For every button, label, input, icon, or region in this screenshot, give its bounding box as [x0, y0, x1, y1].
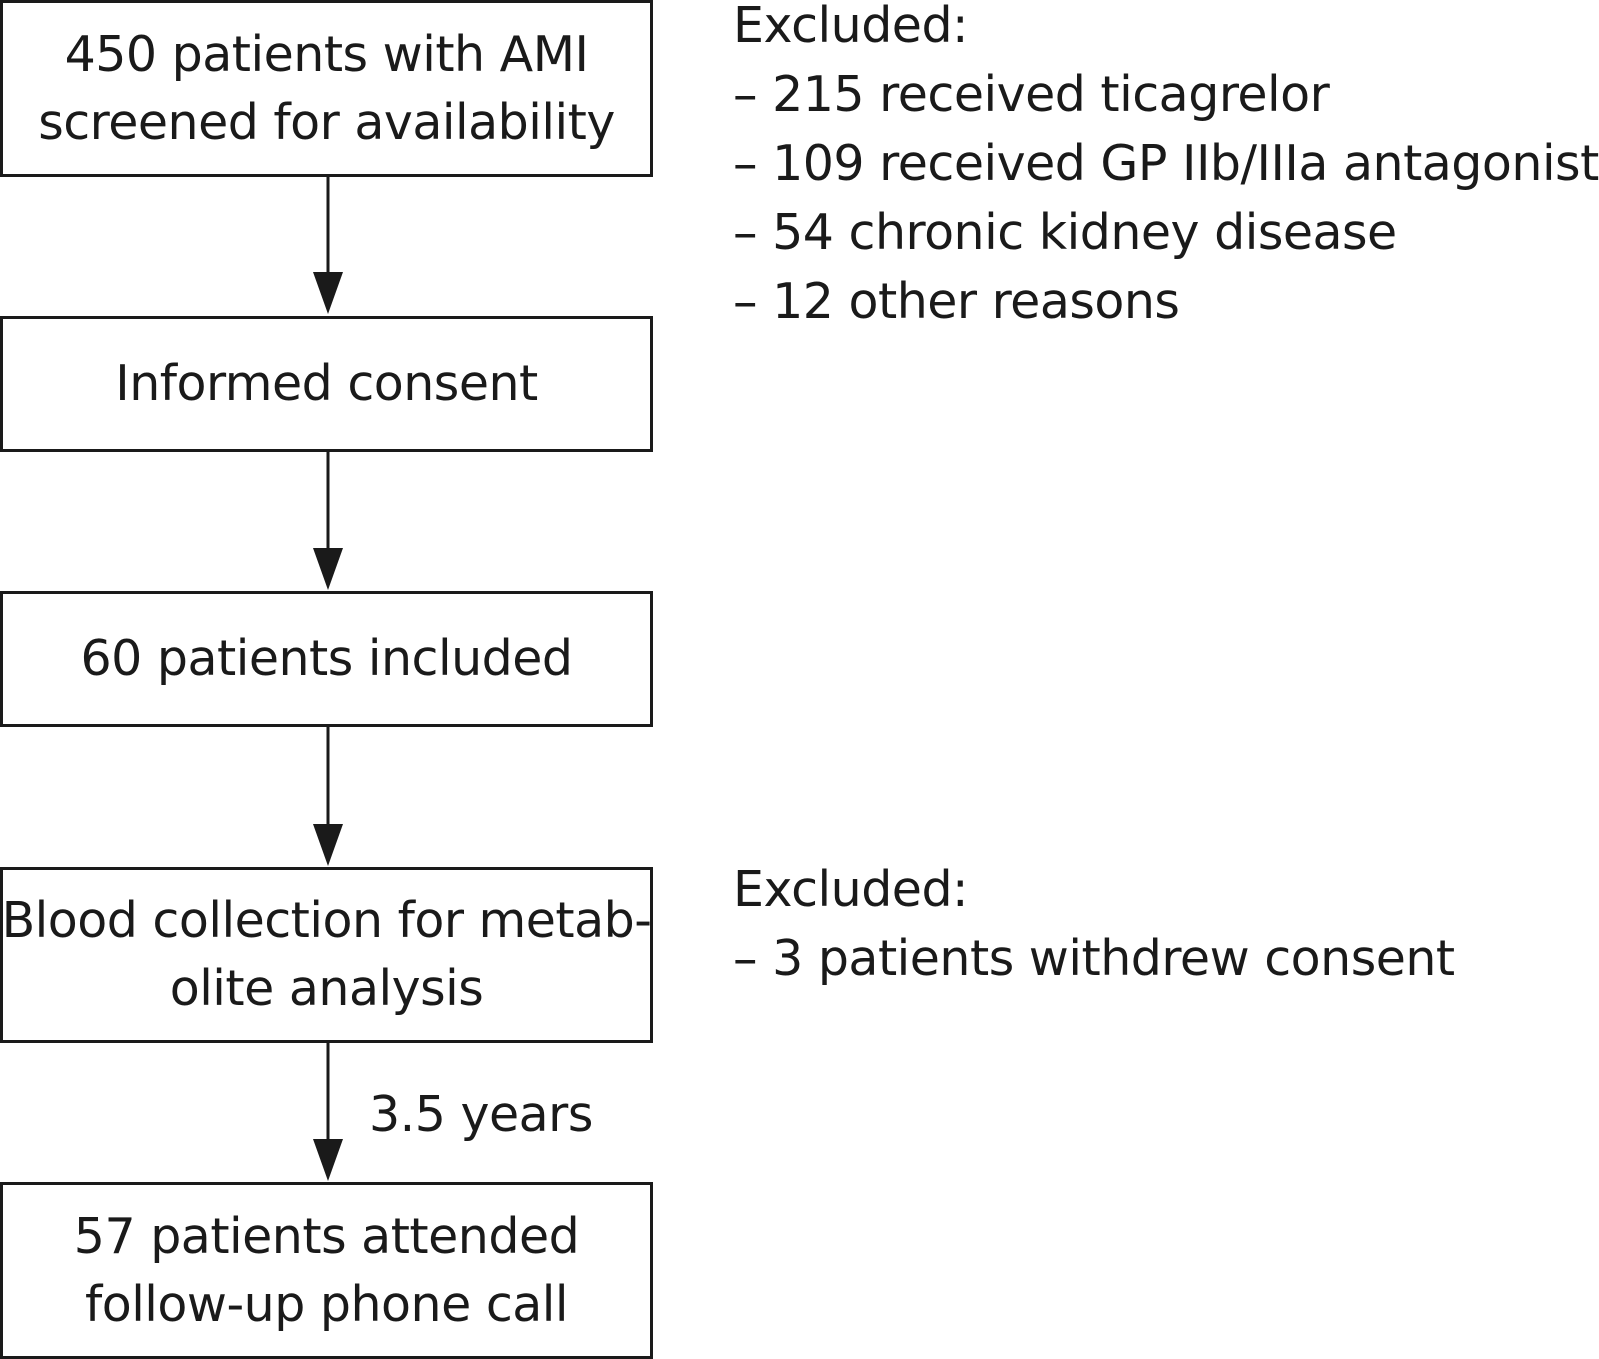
followup-text-line1: 57 patients attended: [73, 1207, 580, 1265]
arrow-blood-to-followup: [313, 1043, 343, 1181]
exclusion-item: – 3 patients withdrew consent: [733, 930, 1455, 987]
blood-collection-text-line1: Blood collection for metab-: [1, 892, 652, 949]
consent-text: Informed consent: [115, 355, 538, 412]
screened-text-line1: 450 patients with AMI: [64, 25, 589, 83]
screened-text-line2: screened for availability: [38, 93, 615, 151]
blood-collection-text-line2: olite analysis: [169, 960, 484, 1017]
arrow-consent-to-included: [313, 452, 343, 590]
exclusion-heading: Excluded:: [733, 0, 969, 54]
exclusion-list-blood: Excluded: – 3 patients withdrew consent: [733, 855, 1455, 993]
followup-text-line2: follow-up phone call: [84, 1275, 569, 1333]
exclusion-item: – 54 chronic kidney disease: [733, 204, 1397, 261]
exclusion-item: – 215 received ticagrelor: [733, 66, 1330, 123]
included-text: 60 patients included: [80, 630, 573, 687]
exclusion-item: – 12 other reasons: [733, 273, 1180, 330]
followup-box: 57 patients attended follow-up phone cal…: [0, 1182, 653, 1359]
consent-box: Informed consent: [0, 316, 653, 452]
flow-arrows: [313, 177, 343, 1181]
included-box: 60 patients included: [0, 591, 653, 727]
blood-collection-box: Blood collection for metab- olite analys…: [0, 867, 653, 1043]
arrow-included-to-blood: [313, 727, 343, 866]
exclusion-list-screening: Excluded: – 215 received ticagrelor – 10…: [733, 0, 1599, 336]
exclusion-item: – 109 received GP IIb/IIIa antagonist: [733, 135, 1599, 192]
duration-label: 3.5 years: [369, 1086, 593, 1143]
screened-box: 450 patients with AMI screened for avail…: [0, 0, 653, 177]
arrow-screened-to-consent: [313, 177, 343, 314]
exclusion-heading: Excluded:: [733, 861, 969, 918]
